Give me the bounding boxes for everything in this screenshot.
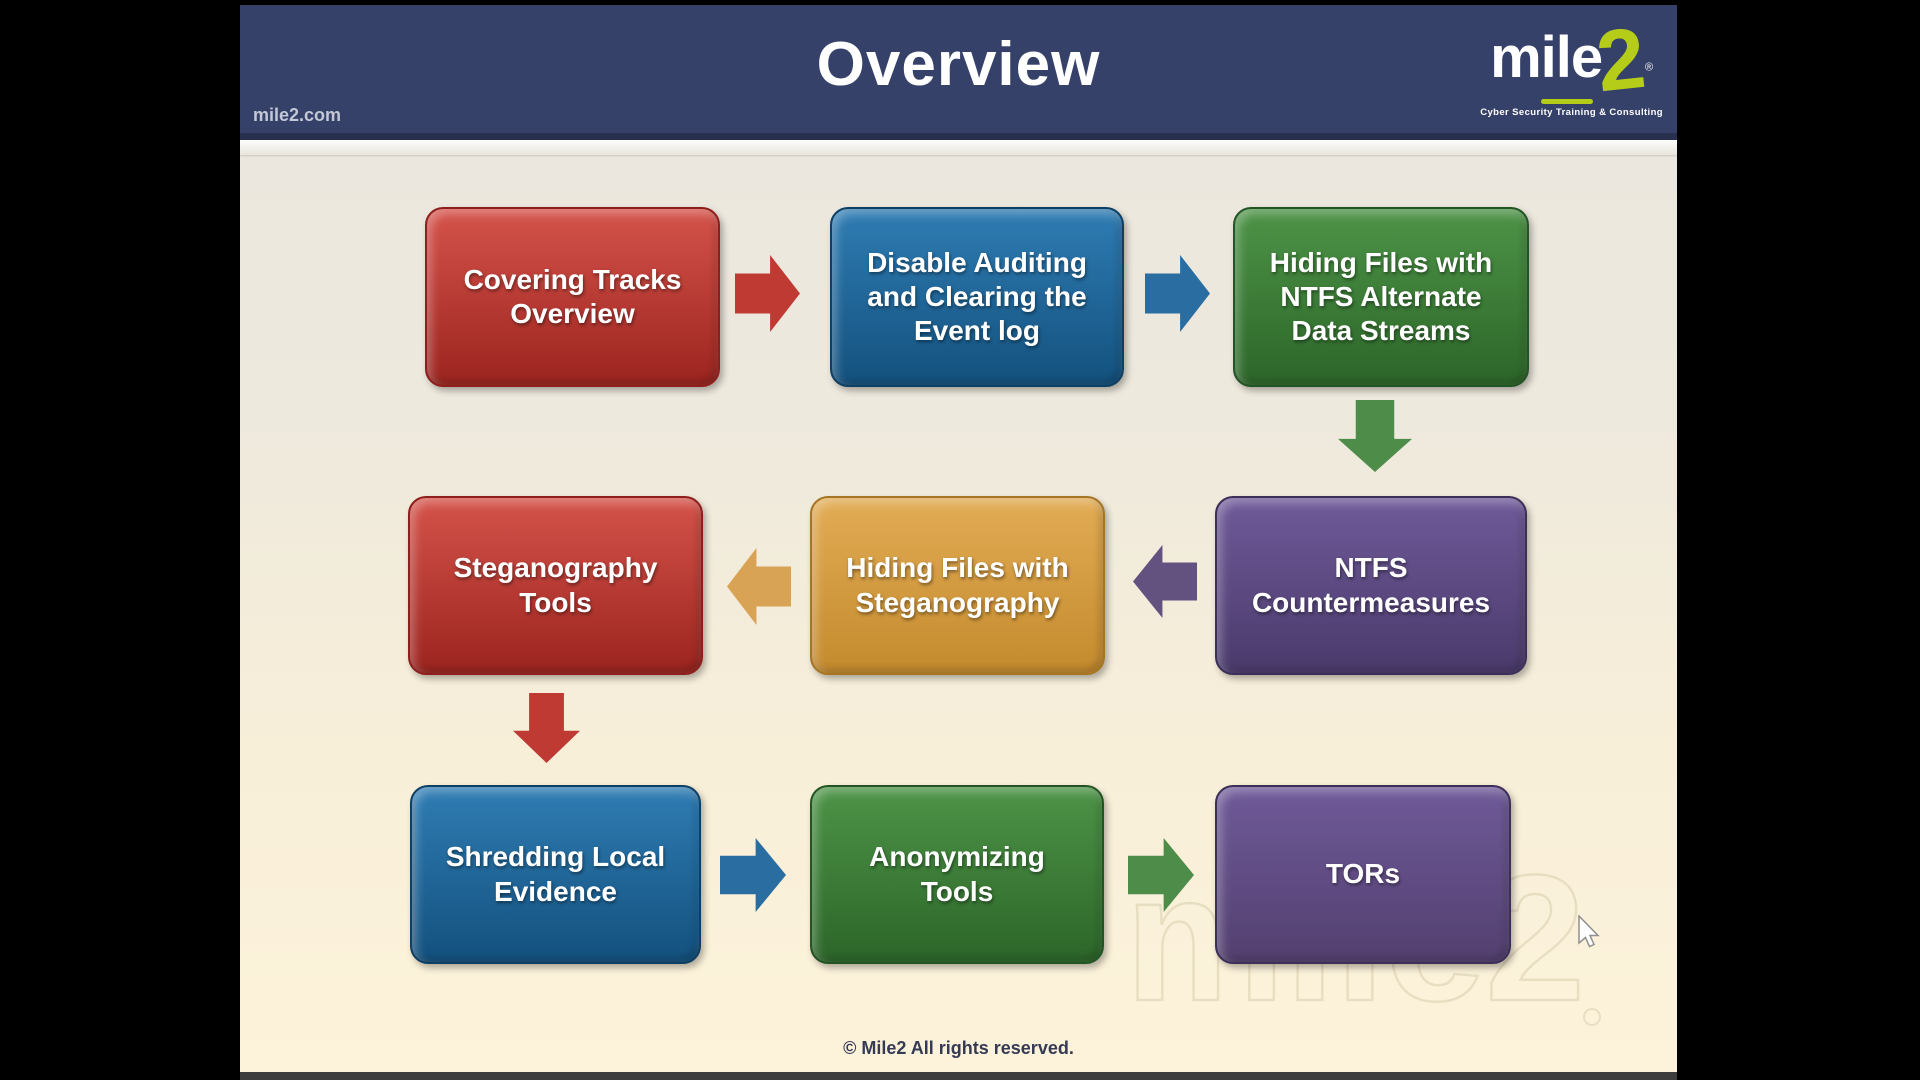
watermark-registered-mark bbox=[1583, 1008, 1601, 1026]
flow-box-label: Covering Tracks Overview bbox=[463, 263, 682, 329]
flow-box-disable-auditing: Disable Auditing and Clearing the Event … bbox=[830, 207, 1124, 387]
flow-arrow-right-icon bbox=[1145, 255, 1210, 332]
flow-box-hiding-files-ntfs-ads: Hiding Files with NTFS Alternate Data St… bbox=[1233, 207, 1529, 387]
flow-arrow-down-icon bbox=[513, 693, 580, 763]
flow-arrow-left-icon bbox=[727, 548, 791, 625]
logo-registered-mark: ® bbox=[1645, 61, 1654, 74]
slide-title: Overview bbox=[816, 30, 1101, 99]
logo-wordmark: mile2® bbox=[1480, 9, 1663, 111]
flow-box-label: Steganography Tools bbox=[453, 552, 658, 618]
logo-text-mile: mile bbox=[1490, 25, 1603, 90]
flow-box-anonymizing-tools: Anonymizing Tools bbox=[810, 785, 1104, 964]
flow-box-steganography-tools: Steganography Tools bbox=[408, 496, 703, 675]
header-band bbox=[240, 5, 1677, 133]
flow-box-label: Hiding Files with NTFS Alternate Data St… bbox=[1269, 246, 1493, 347]
bottom-edge-bar bbox=[240, 1072, 1677, 1080]
mouse-cursor bbox=[1578, 915, 1600, 948]
flow-box-label: Anonymizing Tools bbox=[869, 841, 1045, 907]
flow-arrow-down-icon bbox=[1338, 400, 1412, 472]
flow-box-label: NTFS Countermeasures bbox=[1251, 552, 1491, 618]
flow-box-label: Disable Auditing and Clearing the Event … bbox=[867, 246, 1087, 347]
header-gloss-strip bbox=[240, 140, 1677, 155]
site-url: mile2.com bbox=[253, 105, 342, 125]
flow-box-hiding-files-steganography: Hiding Files with Steganography bbox=[810, 496, 1105, 675]
logo-swoosh bbox=[1541, 99, 1593, 104]
header-underline bbox=[240, 133, 1677, 140]
flow-box-label: Hiding Files with Steganography bbox=[846, 552, 1069, 618]
flow-arrow-right-icon bbox=[720, 838, 786, 912]
mile2-logo: mile2® Cyber Security Training & Consult… bbox=[1480, 9, 1663, 118]
flow-box-tors: TORs bbox=[1215, 785, 1511, 964]
flow-box-ntfs-countermeasures: NTFS Countermeasures bbox=[1215, 496, 1527, 675]
flow-arrow-right-icon bbox=[735, 255, 800, 332]
logo-tagline: Cyber Security Training & Consulting bbox=[1480, 107, 1663, 118]
presentation-slide: Overview mile2.com mile2® Cyber Security… bbox=[240, 5, 1677, 1080]
flow-box-shredding-local-evidence: Shredding Local Evidence bbox=[410, 785, 701, 964]
flow-arrow-left-icon bbox=[1133, 545, 1197, 618]
flow-box-label: TORs bbox=[1325, 858, 1401, 890]
flow-box-label: Shredding Local Evidence bbox=[445, 841, 666, 907]
copyright-text: © Mile2 All rights reserved. bbox=[843, 1038, 1074, 1058]
flow-box-covering-tracks-overview: Covering Tracks Overview bbox=[425, 207, 720, 387]
logo-digit-2: 2 bbox=[1592, 9, 1650, 111]
